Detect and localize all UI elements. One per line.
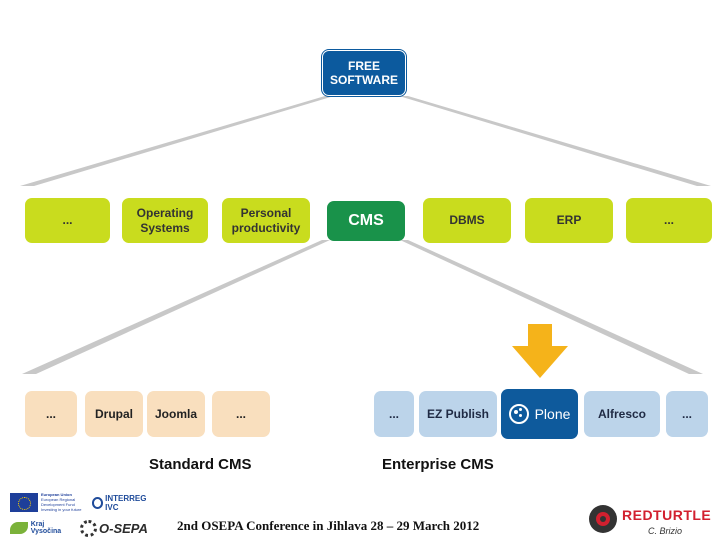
highlight-arrow-icon <box>512 324 568 378</box>
eu-logo-text: Investing in your future <box>41 507 82 512</box>
eu-logo-text: European Union <box>41 492 72 497</box>
kraj-vysocina-logo: Kraj Vysočina <box>10 519 76 537</box>
cms-label: Plone <box>534 405 571 422</box>
free-software-node: FREE SOFTWARE <box>322 50 406 96</box>
interreg-logo: INTERREG IVC <box>92 494 156 512</box>
author-label: C. Brizio <box>648 526 683 536</box>
osepa-label: O-SEPA <box>99 520 148 536</box>
interreg-label: INTERREG IVC <box>105 494 147 512</box>
cms-label: ... <box>681 406 692 421</box>
cms-label: Drupal <box>94 406 133 421</box>
standard-cms-ellipsis-left: ... <box>25 391 77 437</box>
enterprise-cms-ellipsis-left: ... <box>374 391 414 437</box>
category-node-dbms: DBMS <box>423 198 511 243</box>
cms-label: ... <box>388 406 399 421</box>
cms-label: Joomla <box>154 406 197 421</box>
category-label: Operating <box>136 206 194 221</box>
category-label: ... <box>663 213 674 228</box>
standard-cms-drupal: Drupal <box>85 391 143 437</box>
category-node-personal-productivity: Personal productivity <box>222 198 310 243</box>
standard-cms-joomla: Joomla <box>147 391 205 437</box>
category-node-cms: CMS <box>327 201 405 241</box>
eu-logo-text: European Regional <box>41 497 76 502</box>
standard-cms-caption: Standard CMS <box>149 456 252 473</box>
category-node-ellipsis-right: ... <box>626 198 712 243</box>
eu-flag-icon <box>10 492 38 512</box>
free-software-line1: FREE <box>347 58 380 73</box>
category-label: ERP <box>556 213 582 228</box>
category-node-operating-systems: Operating Systems <box>122 198 208 243</box>
kraj-vysocina-label: Kraj Vysočina <box>30 521 62 535</box>
plone-logo-icon <box>508 404 529 424</box>
cms-label: EZ Publish <box>426 406 489 421</box>
category-label: ... <box>62 213 73 228</box>
category-label: DBMS <box>449 213 485 228</box>
enterprise-cms-ez-publish: EZ Publish <box>419 391 497 437</box>
category-label: Personal <box>240 206 292 221</box>
enterprise-cms-alfresco: Alfresco <box>584 391 660 437</box>
free-software-line2: SOFTWARE <box>330 73 398 87</box>
cms-label: ... <box>45 406 56 421</box>
osepa-logo: O-SEPA <box>80 513 154 543</box>
conference-footer: 2nd OSEPA Conference in Jihlava 28 – 29 … <box>177 518 480 533</box>
category-label: productivity <box>231 220 301 235</box>
category-node-erp: ERP <box>525 198 613 243</box>
category-node-ellipsis-left: ... <box>25 198 110 243</box>
turtle-icon <box>589 505 617 533</box>
category-label: CMS <box>348 212 384 230</box>
osepa-gear-icon <box>80 519 97 537</box>
enterprise-cms-ellipsis-right: ... <box>666 391 708 437</box>
category-label: Systems <box>140 220 190 235</box>
redturtle-wordmark: REDTURTLE <box>622 507 712 523</box>
cms-label: ... <box>235 406 246 421</box>
enterprise-cms-caption: Enterprise CMS <box>382 456 494 473</box>
standard-cms-ellipsis-right: ... <box>212 391 270 437</box>
eu-logo: European Union European Regional Develop… <box>10 491 92 513</box>
cms-label: Alfresco <box>597 406 647 421</box>
eu-logo-text: Development Fund <box>41 502 75 507</box>
interreg-icon <box>92 497 104 509</box>
redturtle-logo: REDTURTLE C. Brizio <box>586 502 718 542</box>
kraj-leaf-icon <box>10 522 28 534</box>
enterprise-cms-plone: Plone <box>501 389 578 439</box>
